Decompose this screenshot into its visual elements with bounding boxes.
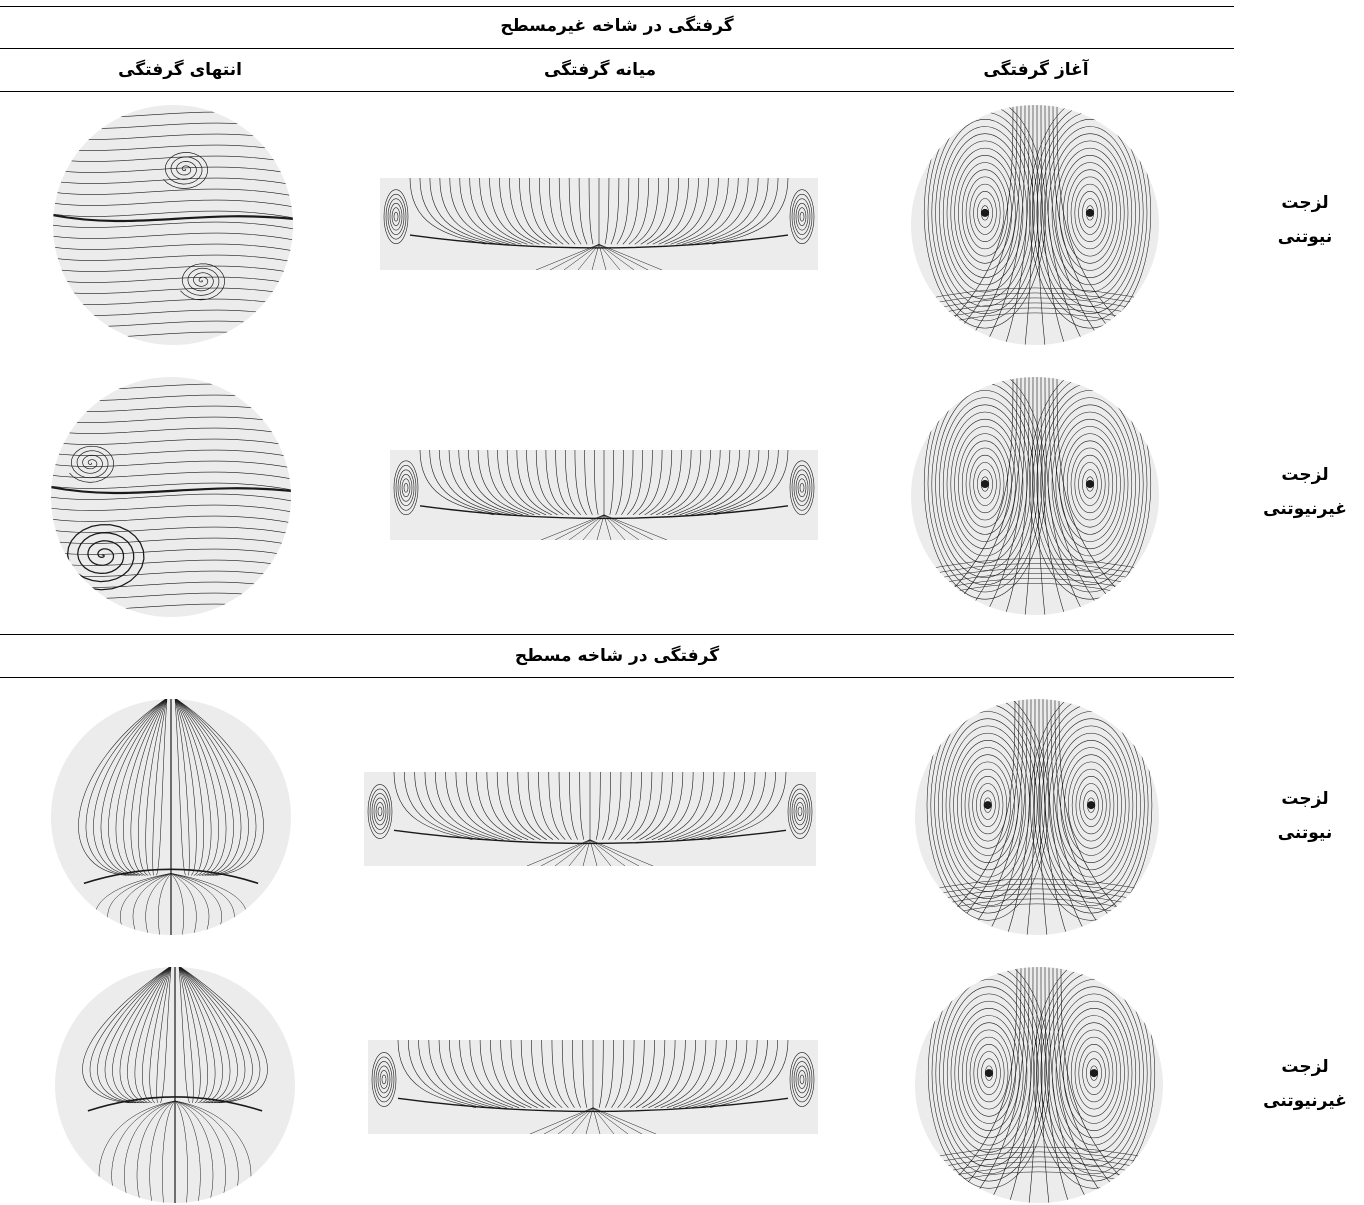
column-header-end: انتهای گرفتگی (60, 60, 300, 80)
row-label-2-line1: لزجت (1246, 458, 1364, 492)
streamline-plot-spiral-pair (50, 376, 292, 618)
figure-r3-middle (364, 772, 816, 866)
row-label-1-line1: لزجت (1246, 186, 1364, 220)
column-header-middle: میانه گرفتگی (480, 60, 720, 80)
figure-r3-end (50, 698, 292, 936)
streamline-plot-twin-vortex (910, 104, 1160, 346)
section2-top-rule (0, 634, 1234, 635)
figure-r2-middle (390, 450, 818, 540)
top-rule (0, 6, 1234, 7)
figure-r1-start (910, 104, 1160, 346)
streamline-plot-twin-vortex (910, 376, 1160, 616)
section1-title: گرفتگی در شاخه غیرمسطح (0, 16, 1234, 36)
figure-r4-end (54, 966, 296, 1204)
row-label-2-line2: غیرنیوتنی (1246, 492, 1364, 526)
row-label-3-line2: نیوتنی (1246, 816, 1364, 850)
streamline-plot-twin-vortex (914, 966, 1164, 1204)
streamline-plot-rect-flow (380, 178, 818, 270)
row-label-3: لزجت نیوتنی (1246, 782, 1364, 850)
figure-r4-middle (368, 1040, 818, 1134)
figure-r2-start (910, 376, 1160, 616)
row-label-1: لزجت نیوتنی (1246, 186, 1364, 254)
row-label-4-line1: لزجت (1246, 1050, 1364, 1084)
streamline-plot-spiral-pair (52, 104, 294, 346)
streamline-plot-saddle (50, 698, 292, 936)
row-label-4-line2: غیرنیوتنی (1246, 1084, 1364, 1118)
streamline-plot-rect-flow (368, 1040, 818, 1134)
streamline-plot-twin-vortex (914, 698, 1160, 936)
streamline-plot-rect-flow (390, 450, 818, 540)
section2-title: گرفتگی در شاخه مسطح (0, 646, 1234, 666)
section1-title-rule (0, 48, 1234, 49)
row-label-2: لزجت غیرنیوتنی (1246, 458, 1364, 526)
row-label-4: لزجت غیرنیوتنی (1246, 1050, 1364, 1118)
column-header-rule (0, 91, 1234, 92)
column-header-start: آغاز گرفتگی (916, 60, 1156, 80)
figure-r3-start (914, 698, 1160, 936)
streamline-plot-saddle (54, 966, 296, 1204)
row-label-1-line2: نیوتنی (1246, 220, 1364, 254)
figure-r4-start (914, 966, 1164, 1204)
row-label-3-line1: لزجت (1246, 782, 1364, 816)
figure-r1-middle (380, 178, 818, 270)
figure-r1-end (52, 104, 294, 346)
streamline-plot-rect-flow (364, 772, 816, 866)
section2-title-rule (0, 677, 1234, 678)
figure-r2-end (50, 376, 292, 618)
